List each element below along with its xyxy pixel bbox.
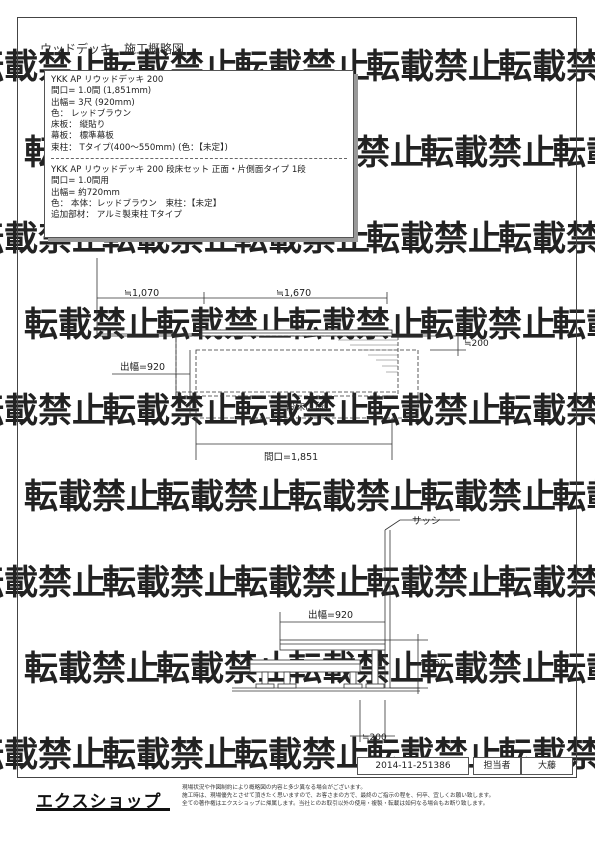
watermark-text: 転載禁止 <box>420 649 556 689</box>
document-title: ウッドデッキ 施工概略図 <box>40 42 185 56</box>
watermark-text: 転載禁止 <box>234 735 370 775</box>
elevation-sash-label: サッシ <box>412 516 441 527</box>
elevation-dim-height: ≒450 <box>420 658 446 669</box>
watermark-text: 転載禁止 <box>366 563 502 603</box>
company-logo: エクスショップ <box>36 792 162 812</box>
elevation-deck <box>279 639 386 651</box>
watermark-text: 転載禁止 <box>366 391 502 431</box>
staff-label: 担当者 <box>473 757 521 775</box>
spec-line: 出幅= 3尺 (920mm) <box>51 97 135 108</box>
plan-dim-opening: 間口=1,851 <box>264 452 318 463</box>
spec-line: 色： 本体：レッドブラウン 束柱：【未定】 <box>51 198 222 209</box>
watermark-text: 転載禁止 <box>288 477 424 517</box>
spec-line: 出幅= 約720mm <box>51 187 120 198</box>
spec-line: 追加部材： アルミ製束柱 Tタイプ <box>51 210 182 221</box>
watermark-text: 転載禁止 <box>552 477 595 517</box>
spec-divider <box>51 158 347 160</box>
watermark-text: 転載禁止 <box>234 563 370 603</box>
watermark-text: 転載禁止 <box>102 391 238 431</box>
plan-step-outline <box>195 349 419 419</box>
spec-line: 束柱： Tタイプ(400～550mm) (色：【未定】) <box>51 142 228 153</box>
spec-line: 間口= 1.0間 (1,851mm) <box>51 86 152 97</box>
spec-line: 色： レッドブラウン <box>51 108 132 119</box>
watermark-text: 転載禁止 <box>552 133 595 173</box>
elevation-dim-depth: 出幅=920 <box>308 609 353 621</box>
plan-dim-depth: 出幅=920 <box>120 361 165 373</box>
watermark-text: 転載禁止 <box>498 47 595 87</box>
spec-line: YKK AP リウッドデッキ 200 <box>51 75 164 85</box>
logo-underline <box>36 808 170 811</box>
watermark-text: 転載禁止 <box>366 47 502 87</box>
watermark-text: 転載禁止 <box>498 391 595 431</box>
footer <box>17 777 577 821</box>
watermark-text: 転載禁止 <box>102 735 238 775</box>
elevation-step <box>249 659 361 673</box>
plan-dim-left: ≒1,070 <box>124 288 159 299</box>
specification-box: YKK AP リウッドデッキ 200 間口= 1.0間 (1,851mm) 出幅… <box>44 70 354 238</box>
spec-line: 幕板： 標準幕板 <box>51 131 114 142</box>
spec-line: 間口= 1.0間用 <box>51 176 109 187</box>
plan-dim-right: ≒200 <box>464 339 489 349</box>
spec-line: 床板： 縦貼り <box>51 120 106 131</box>
watermark-text: 転載禁止 <box>156 305 292 345</box>
watermark-text: 転載禁止 <box>24 477 160 517</box>
watermark-text: 転載禁止 <box>420 133 556 173</box>
watermark-text: 転載禁止 <box>366 219 502 259</box>
watermark-text: 転載禁止 <box>420 305 556 345</box>
watermark-text: 転載禁止 <box>420 477 556 517</box>
elevation-dim-bottom: ≒200 <box>362 733 387 743</box>
staff-name: 大藤 <box>521 757 573 775</box>
footer-note: 施工時は、現場優先とさせて頂きたく思いますので、お客さまの方で、最終のご指示の程… <box>182 793 495 799</box>
watermark-text: 転載禁止 <box>552 305 595 345</box>
plan-step-label: 段床(1段) <box>286 401 328 413</box>
watermark-text: 転載禁止 <box>498 219 595 259</box>
footer-note: 全ての著作権はエクスショップに帰属します。当社とのお取引以外の使用・複製・転載は… <box>182 801 489 807</box>
watermark-text: 転載禁止 <box>156 477 292 517</box>
watermark-text: 転載禁止 <box>24 305 160 345</box>
plan-dim-top: ≒1,670 <box>276 288 311 299</box>
watermark-text: 転載禁止 <box>234 391 370 431</box>
watermark-text: 転載禁止 <box>552 649 595 689</box>
footer-notes: 現場状況や作図制約により概略図の内容と多少異なる場合がございます。 施工時は、現… <box>182 784 494 808</box>
spec-line: YKK AP リウッドデッキ 200 段床セット 正面・片側面タイプ 1段 <box>51 165 306 176</box>
watermark-text: 転載禁止 <box>498 563 595 603</box>
document-number: 2014-11-251386 <box>357 757 469 775</box>
footer-note: 現場状況や作図制約により概略図の内容と多少異なる場合がございます。 <box>182 785 366 791</box>
watermark-text: 転載禁止 <box>24 649 160 689</box>
watermark-text: 転載禁止 <box>102 563 238 603</box>
watermark-text: 転載禁止 <box>288 305 424 345</box>
